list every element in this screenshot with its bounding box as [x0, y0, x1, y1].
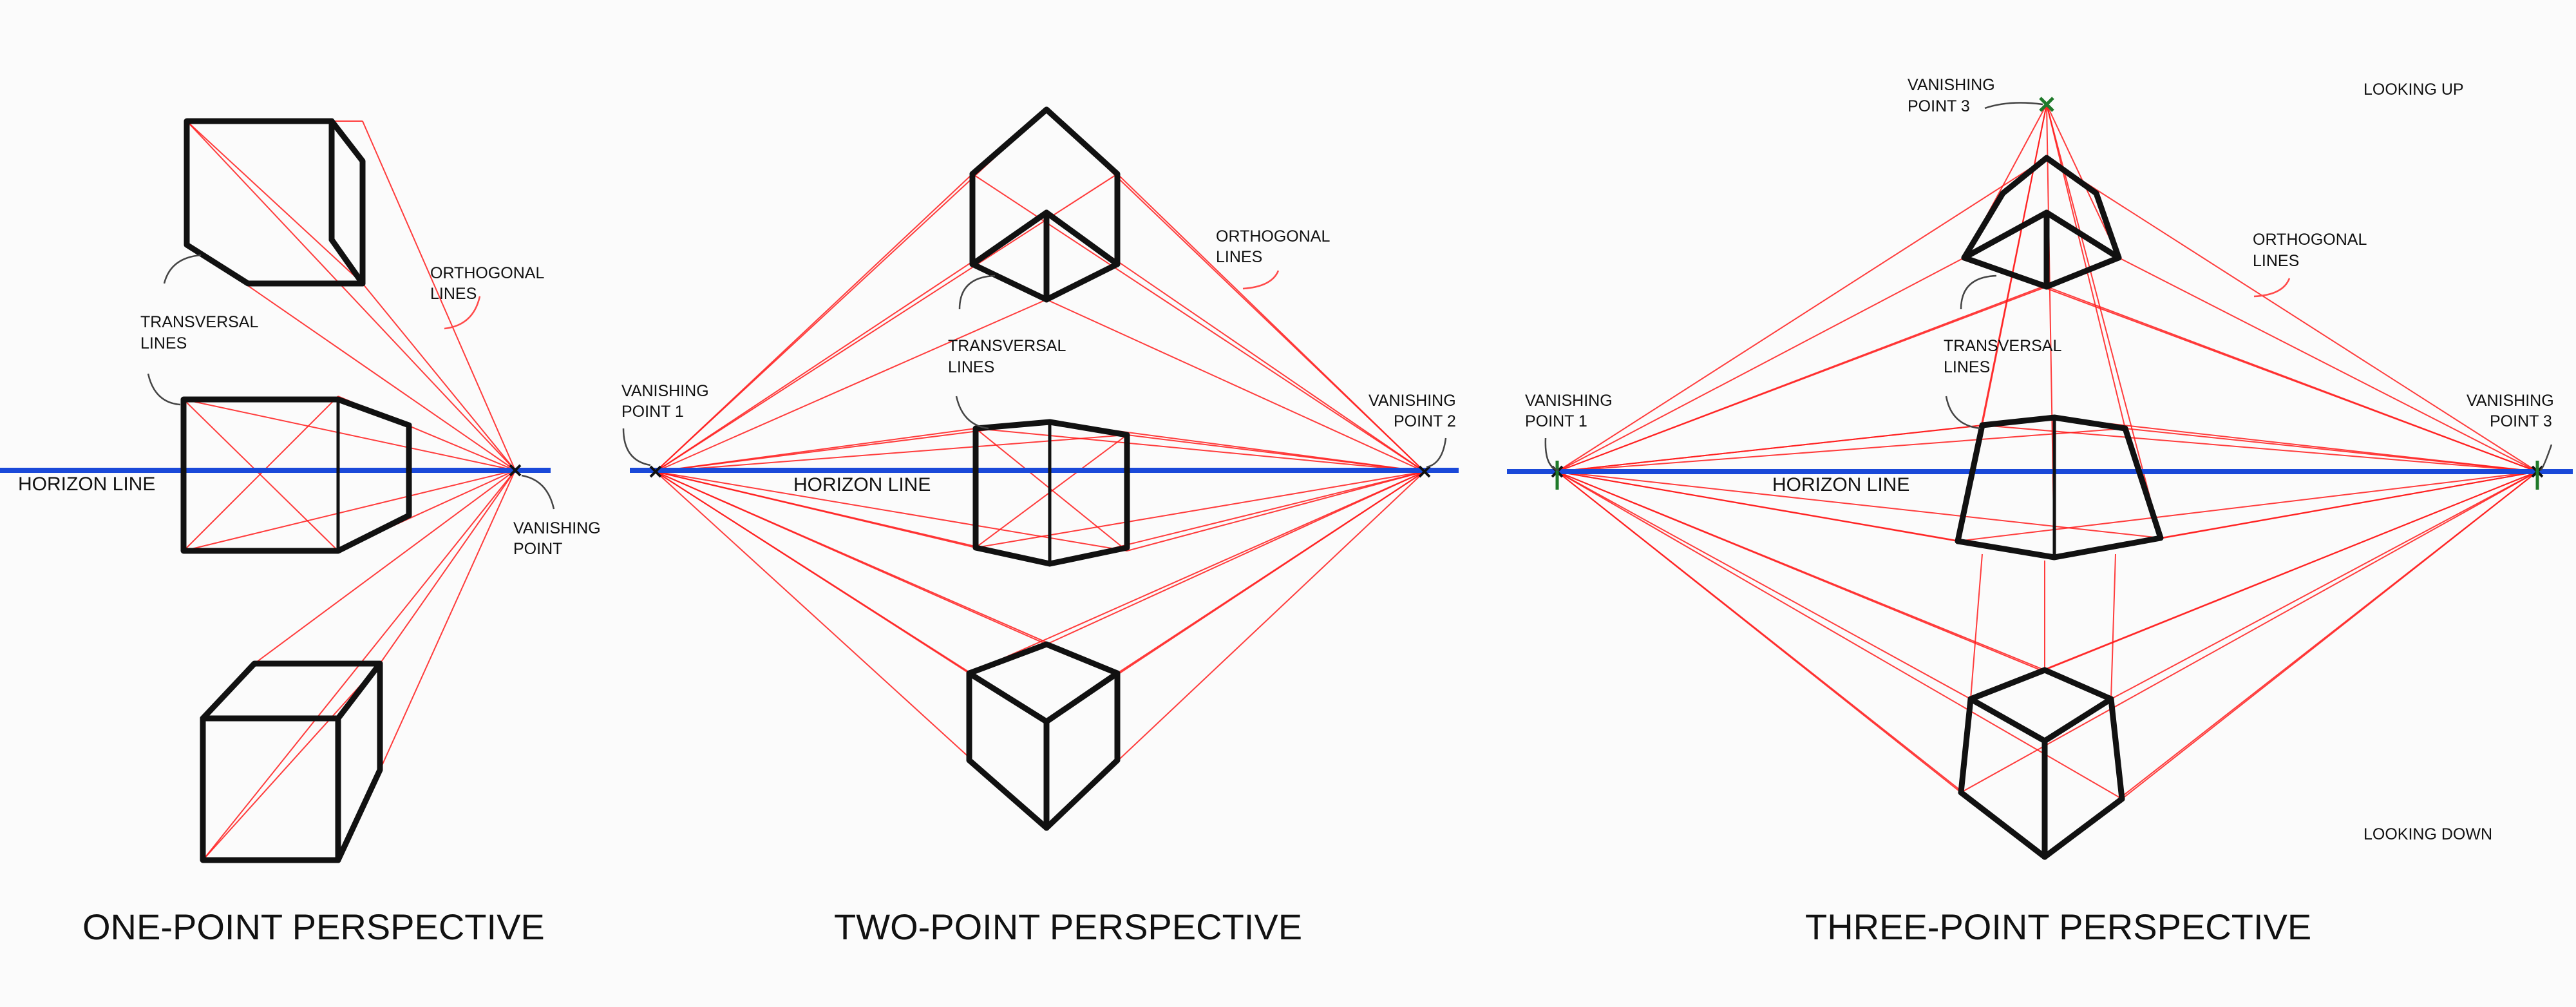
cube-2pt-bottom	[966, 641, 1121, 831]
two-point-vp1-label-2: POINT 1	[621, 403, 684, 421]
three-point-vp1-marker	[1551, 461, 1564, 490]
three-point-vp3-label-1: VANISHING	[2467, 392, 2554, 410]
two-point-vp2-label-1: VANISHING	[1368, 392, 1456, 410]
three-point-transversal-label-2: LINES	[1944, 358, 1990, 376]
two-point-vp2-marker	[1418, 465, 1431, 478]
two-point-orthogonal-label-2: LINES	[1216, 248, 1262, 266]
three-point-transversal-pointer-top	[1960, 274, 1997, 310]
two-point-vp2-label-2: POINT 2	[1394, 412, 1456, 430]
panel-one-point: ORTHOGONAL LINES TRANSVERSAL LINES HORIZ…	[0, 118, 601, 947]
one-point-rays	[183, 120, 516, 861]
two-point-orthogonal-pointer	[1242, 270, 1280, 290]
one-point-title: ONE-POINT PERSPECTIVE	[82, 906, 545, 947]
two-point-vp2-pointer	[1426, 437, 1447, 468]
three-point-vp3-top-pointer	[1984, 102, 2043, 110]
two-point-vp1-marker	[649, 465, 662, 478]
cube-middle	[180, 396, 412, 554]
two-point-transversal-label-1: TRANSVERSAL	[948, 337, 1066, 355]
three-point-vp3-top-label-1: VANISHING	[1908, 76, 1995, 94]
two-point-vp1-label-1: VANISHING	[621, 382, 709, 400]
looking-down-label: LOOKING DOWN	[2363, 825, 2492, 843]
three-point-vp3-label-2: POINT 3	[2490, 412, 2552, 430]
one-point-transversal-label-1: TRANSVERSAL	[140, 313, 258, 331]
three-point-orthogonal-pointer	[2253, 278, 2291, 298]
two-point-title: TWO-POINT PERSPECTIVE	[834, 906, 1302, 947]
transversal-pointer-middle	[147, 373, 181, 406]
panel-two-point: ORTHOGONAL LINES TRANSVERSAL LINES VANIS…	[621, 106, 1459, 947]
three-point-vp1-label-1: VANISHING	[1525, 392, 1613, 410]
three-point-title: THREE-POINT PERSPECTIVE	[1805, 906, 2311, 947]
transversal-pointer-top	[163, 254, 202, 284]
one-point-vanishing-point-marker	[509, 464, 522, 477]
three-point-vp3-pointer	[2540, 444, 2553, 471]
three-point-orthogonal-label-2: LINES	[2253, 252, 2299, 270]
cube-2pt-top	[969, 106, 1121, 303]
three-point-orthogonal-label-1: ORTHOGONAL	[2253, 231, 2367, 249]
two-point-vp1-pointer	[622, 428, 651, 466]
one-point-vp-label-1: VANISHING	[513, 519, 601, 537]
three-point-transversal-pointer-middle	[1945, 396, 1981, 430]
cube-top	[184, 118, 366, 287]
three-point-vp3-top-marker	[2039, 97, 2054, 112]
two-point-transversal-pointer-top	[958, 274, 996, 310]
cube-bottom	[200, 660, 383, 863]
cube-2pt-middle	[972, 419, 1130, 567]
two-point-horizon-label: HORIZON LINE	[793, 474, 931, 495]
three-point-vp3-right-marker	[2531, 461, 2544, 490]
cube-3pt-top	[1961, 155, 2122, 290]
two-point-orthogonal-label-1: ORTHOGONAL	[1216, 227, 1330, 245]
orthogonal-pointer	[444, 296, 481, 330]
two-point-transversal-label-2: LINES	[948, 358, 994, 376]
cube-3pt-bottom	[1958, 667, 2125, 860]
one-point-transversal-label-2: LINES	[140, 334, 187, 352]
one-point-orthogonal-label-2: LINES	[430, 285, 477, 303]
one-point-horizon-label: HORIZON LINE	[18, 474, 155, 495]
three-point-horizon-label: HORIZON LINE	[1772, 474, 1909, 495]
looking-up-label: LOOKING UP	[2363, 81, 2464, 99]
one-point-orthogonal-label-1: ORTHOGONAL	[430, 264, 544, 282]
panel-three-point: VANISHING POINT 3 LOOKING UP ORTHOGONAL …	[1507, 76, 2573, 947]
three-point-vp1-pointer	[1544, 437, 1559, 472]
three-point-transversal-label-1: TRANSVERSAL	[1944, 337, 2061, 355]
cube-3pt-middle	[1955, 414, 2164, 561]
vp-pointer	[521, 474, 555, 510]
one-point-vp-label-2: POINT	[513, 540, 562, 558]
three-point-vp3-top-label-2: POINT 3	[1908, 97, 1970, 115]
three-point-vp1-label-2: POINT 1	[1525, 412, 1587, 430]
two-point-transversal-pointer-middle	[955, 396, 989, 430]
